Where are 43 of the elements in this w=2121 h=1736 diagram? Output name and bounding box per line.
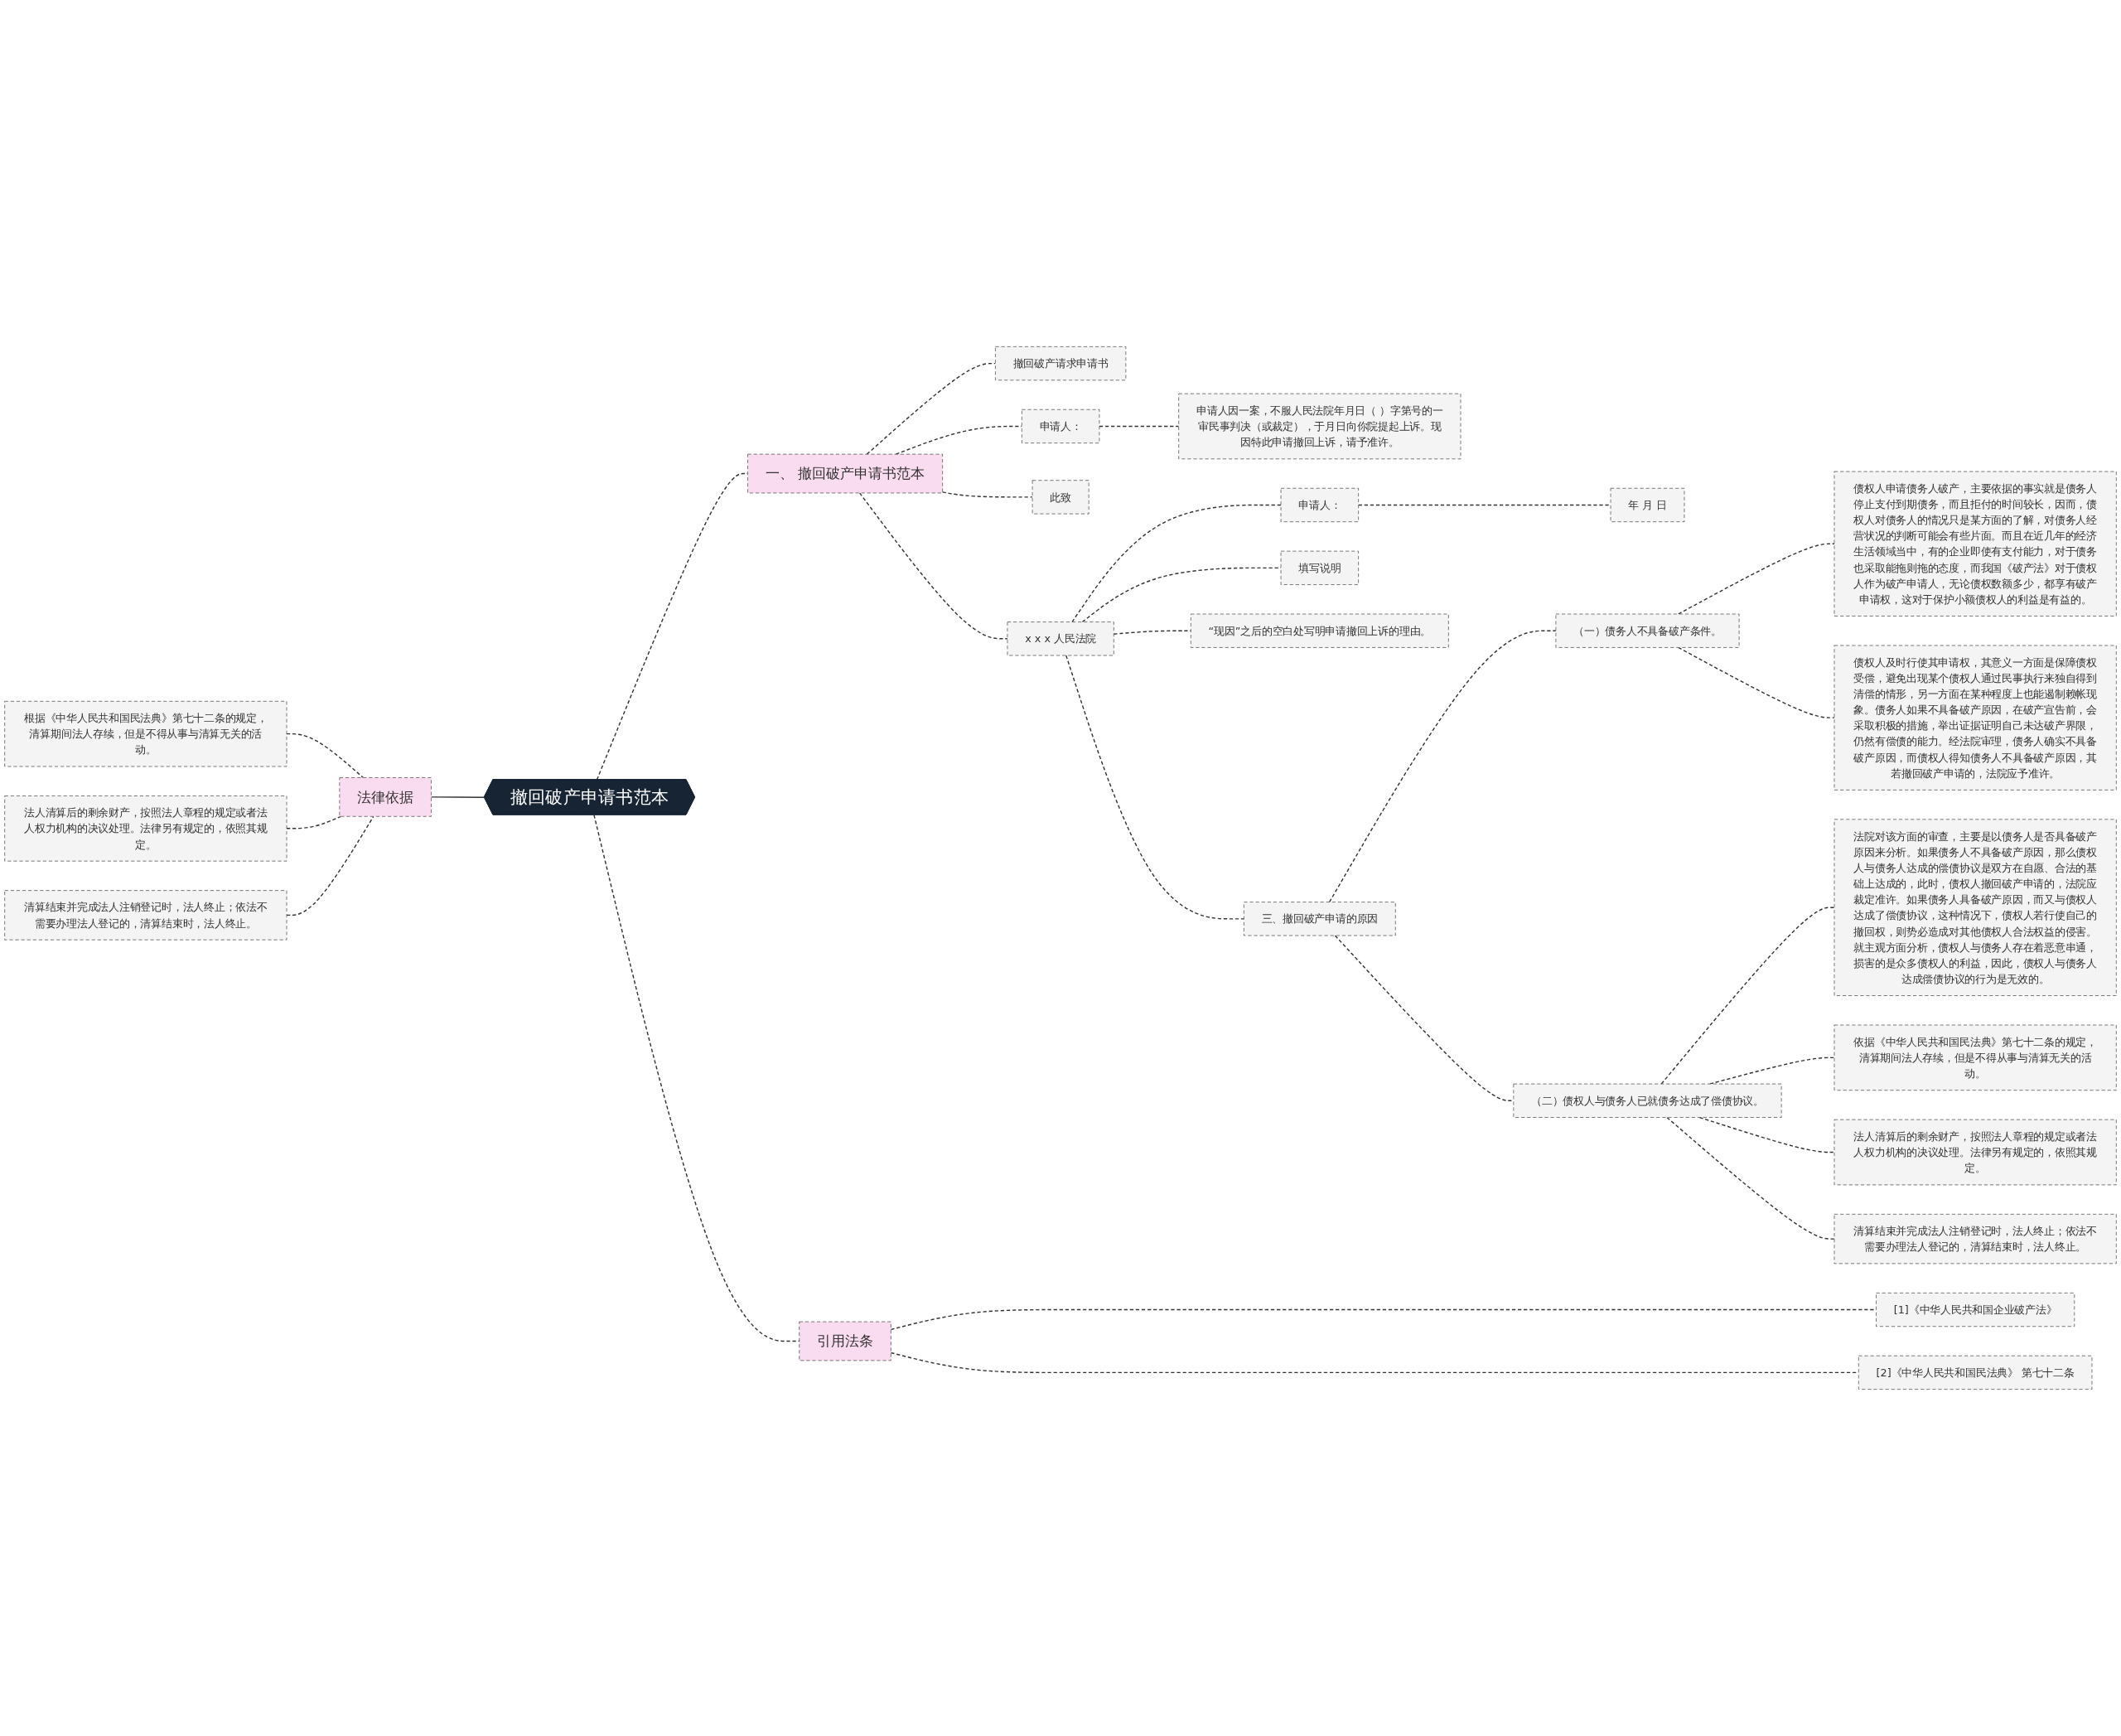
connector	[866, 362, 997, 455]
node-box: 一、 撤回破产申请书范本	[747, 453, 943, 494]
connector	[1678, 543, 1835, 615]
connector	[1678, 646, 1835, 718]
node-box: 法律依据	[339, 777, 432, 817]
node-box: 三、撤回破产申请的原因	[1244, 902, 1396, 936]
node-box: 依据《中华人民共和国民法典》第七十二条的规定，清算期间法人存续，但是不得从事与清算无关的活动。	[1834, 1024, 2117, 1091]
node-box: “现因”之后的空白处写明申请撤回上诉的理由。	[1190, 613, 1449, 648]
connector	[1709, 1057, 1835, 1085]
connector	[858, 492, 1008, 640]
connector	[1071, 504, 1282, 623]
connector	[1099, 425, 1180, 428]
connector	[941, 491, 1033, 498]
node-box: 债权人申请债务人破产，主要依据的事实就是债务人停止支付到期债务，而且拒付的时间较长，因而，债权人对债务人的情况只是某方面的了解，对债务人经营状况的判断可能会有些片面。而且在近几年的经济生活领域当中，有的企业即使有支付能力，对于债务也采取能拖则拖的态度，而我国《破产法》对于债权人作为破产申请人，无论债权数额多少，都享有破产申请权，这对于保护小额债权人的利益是有益的。	[1834, 471, 2117, 617]
node-box: 此致	[1032, 480, 1089, 515]
connector	[1328, 630, 1557, 903]
node-box: （一）债务人不具备破产条件。	[1555, 613, 1740, 648]
node-box: 清算结束并完成法人注销登记时，法人终止；依法不需要办理法人登记的，清算结束时，法人终止。	[1834, 1213, 2117, 1265]
connector	[430, 796, 486, 798]
node-box: 清算结束并完成法人注销登记时，法人终止；依法不需要办理法人登记的，清算结束时，法人终止。	[4, 890, 287, 941]
node-box: 申请人：	[1022, 409, 1100, 444]
node-box: [1]《中华人民共和国企业破产法》	[1876, 1292, 2075, 1327]
node-box: 填写说明	[1280, 550, 1359, 585]
connector	[1357, 504, 1611, 506]
node-box: 法人清算后的剩余财产，按照法人章程的规定或者法人权力机构的决议处理。法律另有规定的，依照其规定。	[1834, 1119, 2117, 1186]
node-box: 申请人因一案，不服人民法院年月日（ ）字第号的一审民事判决（或裁定），于月日向你院提起上诉。现因特此申请撤回上诉，请予准许。	[1178, 393, 1462, 460]
node-box: x x x 人民法院	[1007, 621, 1114, 656]
connector	[1660, 907, 1835, 1085]
connector	[1065, 655, 1245, 920]
node-box: [2]《中华人民共和国民法典》 第七十二条	[1858, 1355, 2093, 1390]
connector	[286, 815, 342, 829]
node-box: 年 月 日	[1610, 487, 1685, 523]
node-box: （二）债权人与债务人已就债务达成了偿债协议。	[1513, 1083, 1782, 1118]
node-box: 法人清算后的剩余财产，按照法人章程的规定或者法人权力机构的决议处理。法律另有规定的，依照其规定。	[4, 795, 287, 862]
connector	[1666, 1116, 1835, 1240]
node-box: 债权人及时行使其申请权，其意义一方面是保障债权受偿，避免出现某个债权人通过民事执行来独自得到清偿的情形，另一方面在某种程度上也能遏制赖帐现象。债务人如果不具备破产原因，在破产宣告前，会采取积极的措施，举出证据证明自己未达破产界限，仍然有偿债的能力。经法院审理，债务人确实不具备破产原因，而债权人得知债务人不具备破产原因，其若撤回破产申请的，法院应予准许。	[1834, 645, 2117, 791]
node-box: 引用法条	[799, 1321, 891, 1361]
connector	[286, 815, 374, 916]
connector	[286, 733, 365, 779]
node-box: 根据《中华人民共和国民法典》第七十二条的规定，清算期间法人存续，但是不得从事与清算无关的活动。	[4, 700, 287, 767]
node-box: 申请人：	[1280, 487, 1359, 523]
node-box: 撤回破产请求申请书	[995, 346, 1127, 381]
node-box: 法院对该方面的审查，主要是以债务人是否具备破产原因来分析。如果债务人不具备破产原因，那么债权人与债务人达成的偿债协议是双方在自愿、合法的基础上达成的，此时，债权人撤回破产申请的，法院应裁定准许。如果债务人具备破产原因，而又与债权人达成了偿债协议，这种情况下，债权人若行使自己的撤回权，则势必造成对其他债权人合法权益的侵害。就主观方面分析，债权人与债务人存在着恶意串通，损害的是众多债权人的利益，因此，债权人与债务人达成偿债协议的行为是无效的。	[1834, 819, 2117, 996]
